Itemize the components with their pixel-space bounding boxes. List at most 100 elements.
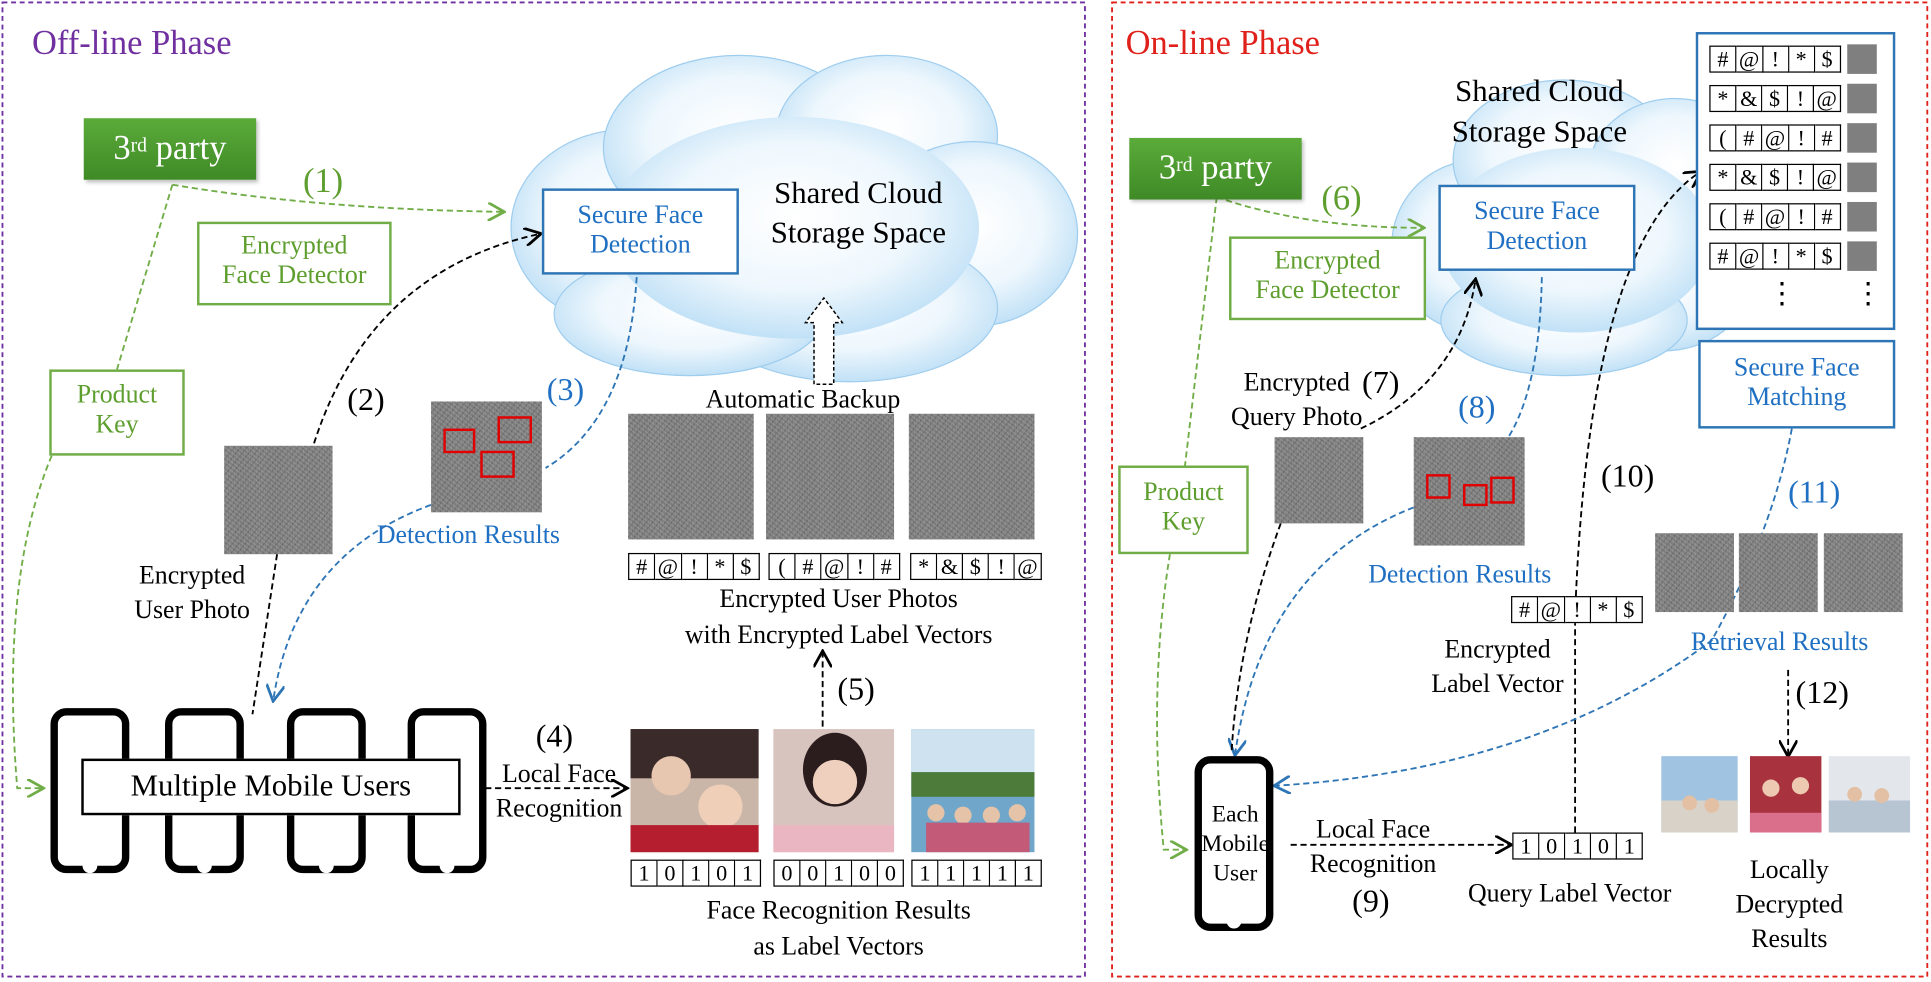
online-detection-box-2 [1463, 483, 1488, 507]
code-cell: ( [1709, 203, 1737, 231]
arrow-online-11 [1276, 428, 1793, 786]
online-step12-label: (12) [1795, 674, 1849, 711]
offline-step3-label: (3) [546, 371, 585, 408]
db-thumb-2 [1847, 83, 1877, 114]
code-cell: ! [681, 552, 708, 581]
online-shared-cloud-label: Shared Cloud Storage Space [1429, 71, 1651, 152]
code-cell: @ [1813, 163, 1841, 191]
encrypted-photos-caption-line1: Encrypted User Photos [719, 583, 958, 614]
bit-cell: 1 [735, 859, 762, 887]
locally-decrypted-results-label: Locally Decrypted Results [1722, 852, 1857, 955]
ldr-line3: Results [1751, 923, 1828, 954]
code-cell: $ [1762, 84, 1789, 113]
code-cell: # [795, 552, 822, 581]
online-step6-label: (6) [1321, 179, 1362, 218]
encrypted-stored-photo-1 [628, 413, 754, 540]
code-cell: @ [1538, 596, 1565, 624]
online-secure-face-detection-box: Secure Face Detection [1438, 184, 1636, 271]
offline-pk-line2: Key [95, 409, 139, 439]
offline-step4-label: (4) [535, 717, 574, 754]
bit-cell: 0 [1539, 832, 1566, 860]
code-cell: ! [1564, 596, 1591, 624]
online-phase-border [1111, 1, 1929, 978]
online-product-key-box: Product Key [1118, 465, 1249, 555]
arrow-offline-3 [545, 277, 638, 469]
code-cell: # [1709, 242, 1737, 270]
online-elv-line2: Label Vector [1431, 668, 1564, 699]
code-cell: & [937, 552, 964, 581]
code-cell: @ [1736, 242, 1763, 270]
code-cell: * [707, 552, 734, 581]
db-thumb-3 [1847, 123, 1877, 153]
code-cell: ! [988, 552, 1015, 581]
code-cell: @ [1736, 45, 1763, 73]
face-results-caption-line1: Face Recognition Results [706, 895, 971, 925]
arrow-online-6 [1216, 196, 1423, 228]
code-cell: * [910, 552, 938, 581]
code-cell: @ [821, 552, 848, 581]
online-detection-box-3 [1490, 476, 1515, 504]
online-lfr-line1: Local Face [1316, 814, 1431, 844]
bit-cell: 0 [878, 859, 904, 887]
online-encrypted-query-photo-label: Encrypted Query Photo [1219, 365, 1374, 434]
db-row-3: (#@!# [1709, 124, 1841, 152]
db-thumb-4 [1847, 162, 1877, 193]
online-local-face-recognition-label: Local Face Recognition [1296, 812, 1451, 881]
online-third-party-rest: party [1192, 149, 1273, 188]
online-cloud-line1: Shared Cloud [1455, 75, 1624, 109]
arrow-offline-1 [172, 183, 502, 212]
emu-line3: User [1213, 860, 1258, 887]
bit-cell: 0 [852, 859, 879, 887]
code-cell: ! [1788, 203, 1815, 231]
code-cell: ! [1788, 124, 1815, 152]
online-pk-line1: Product [1143, 476, 1224, 507]
offline-encrypted-face-detector-box: Encrypted Face Detector [197, 221, 392, 306]
bit-cell: 0 [709, 859, 736, 887]
bit-cell: 1 [826, 859, 853, 887]
encrypted-label-code-2: (#@!# [768, 552, 900, 581]
face-photo-3 [911, 729, 1035, 853]
code-cell: @ [1762, 203, 1789, 231]
multiple-mobile-users-box: Multiple Mobile Users [81, 758, 461, 816]
bit-cell: 1 [938, 859, 965, 887]
db-row-4: *&$!@ [1709, 163, 1841, 191]
online-secure-face-matching-box: Secure Face Matching [1698, 339, 1896, 429]
online-eqp-line2: Query Photo [1231, 401, 1363, 432]
offline-pk-line1: Product [76, 379, 158, 409]
arrow-online-productkey-user [1156, 554, 1185, 850]
encrypted-photos-caption: Encrypted User Photos with Encrypted Lab… [647, 581, 1031, 652]
online-elv-line1: Encrypted [1444, 634, 1551, 664]
offline-detection-result-image [431, 401, 542, 513]
online-third-party-main: 3 [1158, 149, 1177, 188]
online-sfd-line2: Detection [1486, 225, 1588, 256]
automatic-backup-label: Automatic Backup [705, 384, 901, 414]
online-detection-results-label: Detection Results [1368, 559, 1552, 589]
code-cell: ! [1788, 163, 1814, 191]
encrypted-label-code-1: #@!*$ [628, 552, 760, 581]
offline-shared-cloud-label: Shared Cloud Storage Space [754, 175, 963, 254]
db-thumb-6 [1847, 241, 1877, 271]
bit-cell: 1 [964, 859, 991, 887]
code-cell: * [1709, 163, 1737, 191]
online-encrypted-label-vector-label: Encrypted Label Vector [1416, 632, 1579, 701]
code-cell: * [1709, 84, 1737, 113]
offline-encrypted-user-photo [224, 445, 333, 555]
offline-eup-line1: Encrypted [138, 560, 246, 590]
online-detection-result-image [1413, 437, 1525, 546]
online-detection-box-1 [1426, 474, 1451, 499]
encrypted-stored-photo-2 [765, 413, 895, 540]
code-cell: ! [1762, 242, 1789, 270]
retrieval-photo-1 [1655, 533, 1734, 613]
arrow-offline-detection-users [273, 504, 432, 700]
code-cell: @ [1813, 84, 1841, 113]
detection-box-1 [443, 428, 476, 454]
offline-encrypted-user-photo-label: Encrypted User Photo [121, 558, 264, 627]
online-sfd-line1: Secure Face [1474, 195, 1600, 226]
online-step8-label: (8) [1458, 389, 1496, 425]
offline-sfd-line2: Detection [590, 229, 691, 259]
ldr-line1: Locally [1749, 854, 1829, 885]
code-cell: # [873, 552, 900, 581]
online-sfm-line1: Secure Face [1733, 352, 1860, 382]
